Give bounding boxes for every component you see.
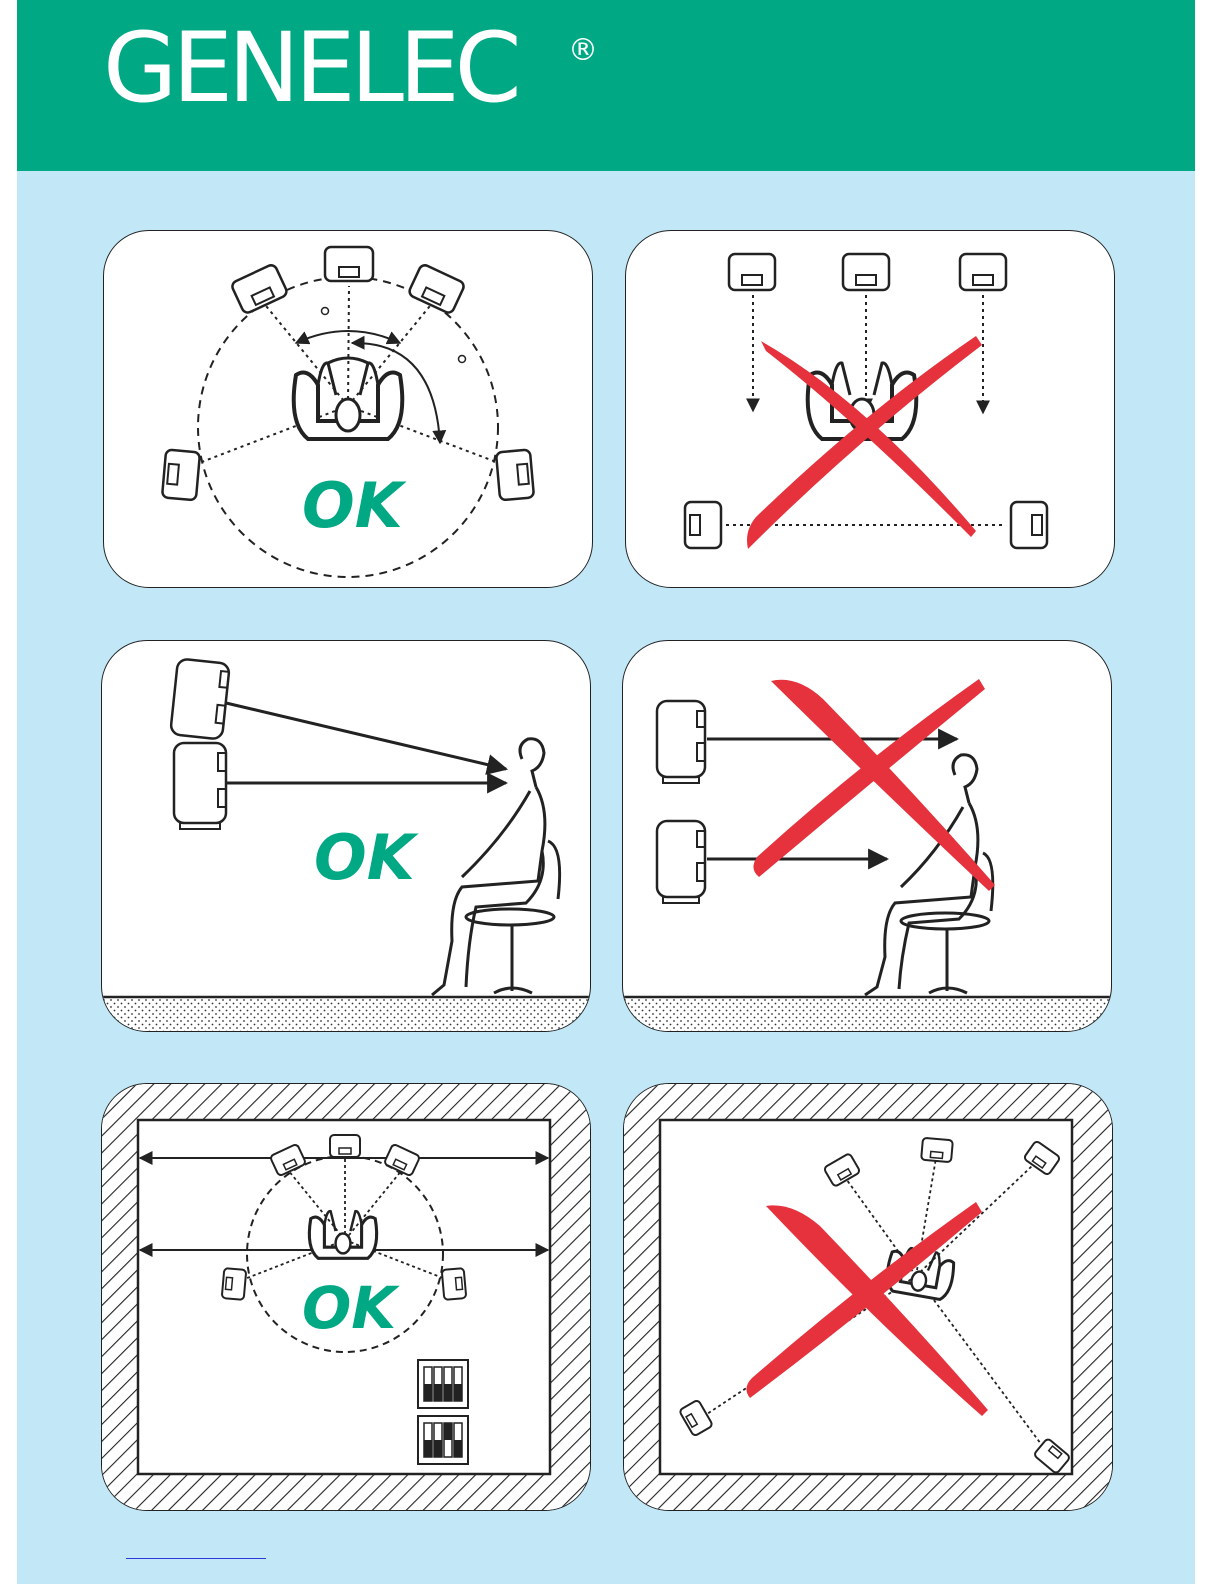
speaker-high-icon	[657, 701, 705, 783]
speaker-left-icon	[729, 254, 775, 290]
brand-logo: GENELEC	[103, 20, 517, 116]
registered-mark: ®	[568, 36, 598, 66]
footer-link-underline	[126, 1558, 266, 1559]
ok-label: OK	[302, 469, 407, 542]
dip-switch-setting-1-icon	[418, 1360, 468, 1408]
speaker-right-icon	[960, 254, 1006, 290]
speaker-center-icon	[843, 254, 889, 290]
speaker-left-icon	[230, 263, 288, 314]
panel-wrong-room-placement	[623, 1083, 1113, 1511]
dip-switch-setting-2-icon	[418, 1416, 468, 1464]
floor	[623, 997, 1111, 1031]
ok-label: OK	[302, 1274, 400, 1342]
panel-correct-speaker-aim: OK	[101, 640, 591, 1032]
speaker-tilted-icon	[170, 658, 230, 739]
speaker-surround-right-icon	[496, 450, 534, 501]
ok-label: OK	[314, 821, 419, 894]
panel-wrong-speaker-aim	[622, 640, 1112, 1032]
speaker-surround-left-icon	[222, 1268, 247, 1300]
panel-wrong-rectangular-layout	[625, 230, 1115, 588]
speaker-right-icon	[408, 263, 466, 314]
floor	[102, 997, 590, 1031]
speaker-low-icon	[657, 821, 705, 903]
speaker-surround-right-icon	[442, 1268, 467, 1300]
speaker-surround-left-icon	[162, 450, 200, 501]
speaker-surround-left-icon	[685, 502, 721, 548]
speaker-level-icon	[174, 743, 226, 829]
panel-correct-surround-circle: OK	[103, 230, 593, 588]
panel-correct-room-placement: OK	[101, 1083, 591, 1511]
speaker-center-icon	[921, 1138, 953, 1163]
seated-listener-icon	[432, 739, 560, 995]
red-cross-icon	[747, 336, 982, 549]
speaker-center-icon	[330, 1135, 360, 1157]
speaker-center-icon	[325, 247, 373, 281]
speaker-surround-right-icon	[1011, 502, 1047, 548]
